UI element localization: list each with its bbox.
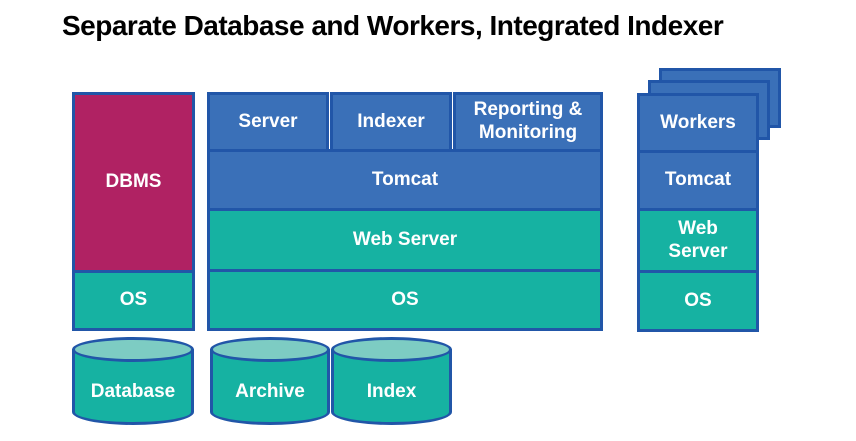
cylinder-top-ellipse (72, 337, 194, 362)
web-server-box-workers: Web Server (637, 208, 759, 273)
os-box-workers: OS (637, 270, 759, 332)
archive-cylinder-label: Archive (235, 381, 305, 402)
workers-box: Workers (637, 93, 759, 153)
dbms-box: DBMS (72, 92, 195, 273)
database-cylinder-label: Database (90, 381, 176, 402)
tomcat-box-app: Tomcat (207, 149, 603, 211)
cylinder-top-ellipse (210, 337, 330, 362)
os-box-database: OS (72, 270, 195, 331)
reporting-monitoring-box: Reporting & Monitoring (453, 92, 603, 152)
database-cylinder: Database (72, 337, 194, 425)
index-cylinder-label: Index (366, 381, 417, 402)
tomcat-box-workers: Tomcat (637, 150, 759, 211)
indexer-box: Indexer (330, 92, 452, 152)
os-box-app: OS (207, 269, 603, 331)
cylinder-body (210, 349, 330, 425)
archive-cylinder: Archive (210, 337, 330, 425)
web-server-box-app: Web Server (207, 208, 603, 272)
cylinder-top-ellipse (331, 337, 452, 362)
server-box: Server (207, 92, 329, 152)
diagram-title: Separate Database and Workers, Integrate… (62, 10, 724, 41)
index-cylinder: Index (331, 337, 452, 425)
